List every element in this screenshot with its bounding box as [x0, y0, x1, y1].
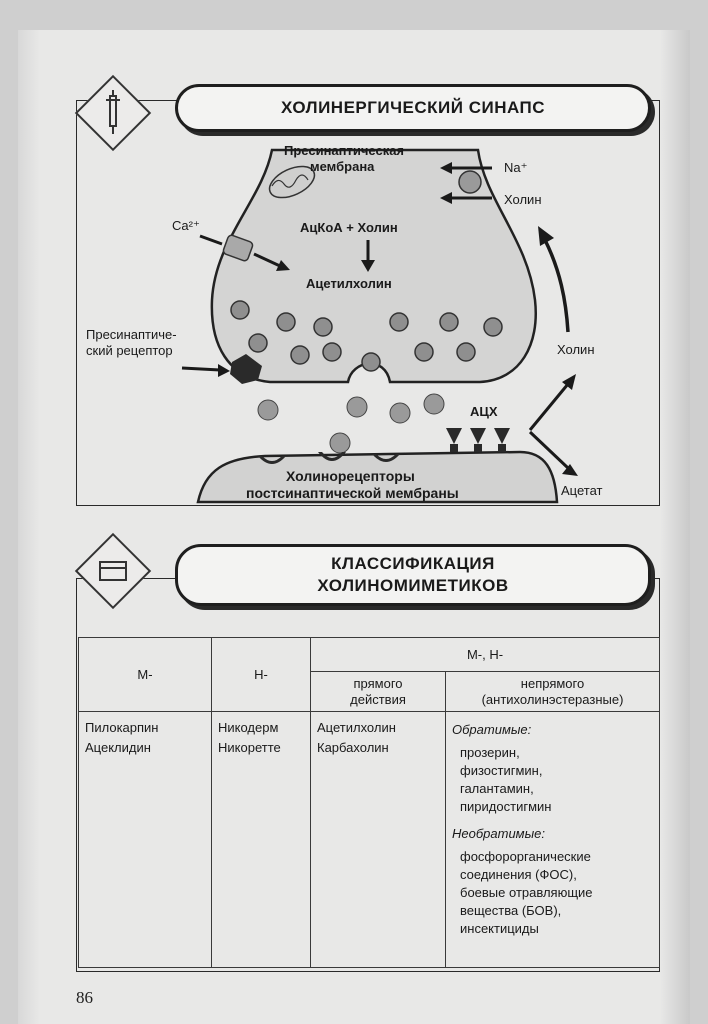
reversible-drug: пиридостигмин: [460, 799, 552, 814]
direct-drug: Ацетилхолин: [317, 720, 396, 735]
direct-drug: Карбахолин: [317, 740, 389, 755]
irreversible-drug: вещества (БОВ),: [460, 903, 562, 918]
n-drugs-cell: Никодерм Никоретте: [211, 711, 311, 968]
syringe-icon: [74, 74, 152, 152]
n-drug: Никодерм: [218, 720, 279, 735]
page-number: 86: [76, 988, 93, 1007]
reversible-drug: прозерин,: [460, 745, 520, 760]
presynaptic-receptor-label-2: ский рецептор: [86, 343, 173, 358]
presynaptic-membrane-label-1: Пресинаптическая: [284, 143, 405, 158]
m-drugs-cell: Пилокарпин Ацеклидин: [78, 711, 212, 968]
m-drug: Ацеклидин: [85, 740, 151, 755]
synapse-title: ХОЛИНЕРГИЧЕСКИЙ СИНАПС: [175, 84, 651, 132]
header-indirect-1: непрямого: [520, 675, 585, 691]
irreversible-label: Необратимые:: [452, 826, 545, 841]
acetate-label: Ацетат: [561, 483, 603, 498]
cholinomimetics-table: М- Н- М-, Н- прямого действия непрямого …: [78, 637, 660, 968]
irreversible-drug: соединения (ФОС),: [460, 867, 577, 882]
pill-box-icon: [74, 532, 152, 610]
header-mn: М-, Н-: [310, 637, 660, 672]
page-gutter-shade: [18, 30, 40, 1024]
page-edge-shade: [660, 30, 690, 1024]
calcium-label: Ca²⁺: [172, 218, 200, 233]
header-m: М-: [78, 637, 212, 712]
direct-drugs-cell: Ацетилхолин Карбахолин: [310, 711, 446, 968]
header-direct-2: действия: [350, 691, 406, 707]
reversible-drug: галантамин,: [460, 781, 534, 796]
postsynaptic-receptors-label-1: Холинорецепторы: [286, 468, 415, 484]
ache-label: АЦХ: [470, 404, 498, 419]
irreversible-drug: боевые отравляющие: [460, 885, 593, 900]
choline-top-label: Холин: [504, 192, 542, 207]
n-drug: Никоретте: [218, 740, 281, 755]
header-n: Н-: [211, 637, 311, 712]
presynaptic-membrane-label-2: мембрана: [310, 159, 375, 174]
header-indirect-2: (антихолинэстеразные): [481, 691, 624, 707]
header-indirect: непрямого (антихолинэстеразные): [445, 671, 660, 712]
classification-title-line-1: КЛАССИФИКАЦИЯ: [331, 554, 495, 573]
irreversible-drug: фосфорорганические: [460, 849, 591, 864]
m-drug: Пилокарпин: [85, 720, 159, 735]
sodium-label: Na⁺: [504, 160, 528, 175]
classification-title-line-2: ХОЛИНОМИМЕТИКОВ: [317, 576, 509, 595]
classification-title: КЛАССИФИКАЦИЯ ХОЛИНОМИМЕТИКОВ: [175, 544, 651, 606]
choline-right-label: Холин: [557, 342, 595, 357]
postsynaptic-receptors-label-2: постсинаптической мембраны: [246, 485, 459, 501]
acetylcholine-label: Ацетилхолин: [306, 276, 392, 291]
reversible-drug: физостигмин,: [460, 763, 543, 778]
presynaptic-receptor-label-1: Пресинаптиче-: [86, 327, 177, 342]
indirect-drugs-cell: Обратимые: прозерин, физостигмин, галант…: [445, 711, 660, 968]
acetylcoa-choline-label: АцКоА + Холин: [300, 220, 398, 235]
reversible-label: Обратимые:: [452, 722, 532, 737]
header-direct-1: прямого: [353, 675, 403, 691]
header-direct: прямого действия: [310, 671, 446, 712]
irreversible-drug: инсектициды: [460, 921, 539, 936]
